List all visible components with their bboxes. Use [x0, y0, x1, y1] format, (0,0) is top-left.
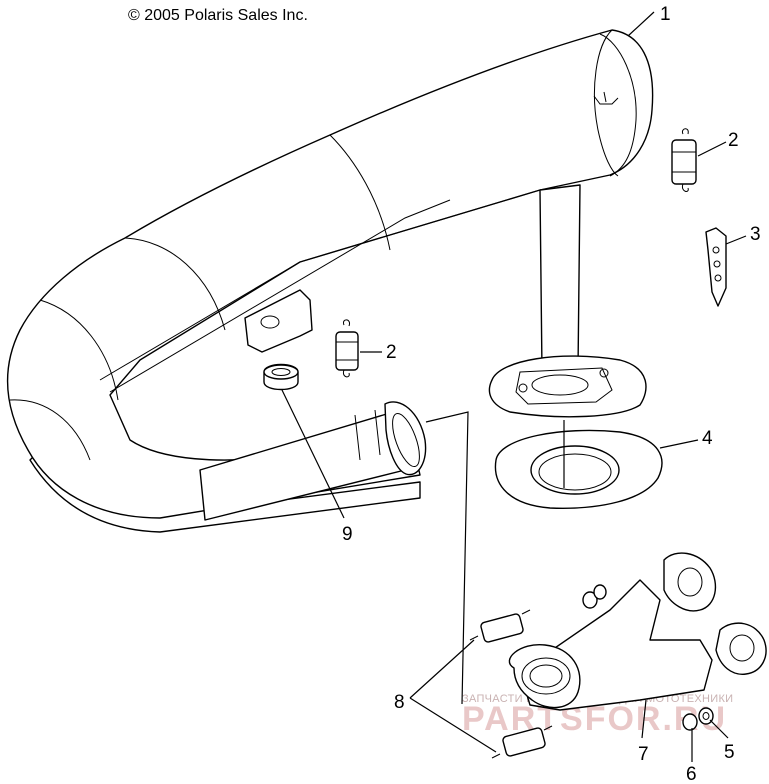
callout-3: 3	[750, 224, 761, 245]
callout-7: 7	[638, 744, 649, 765]
callout-1: 1	[660, 4, 671, 25]
callout-6: 6	[686, 764, 697, 784]
part-spring-mid	[335, 319, 359, 378]
callout-2b: 2	[386, 342, 397, 363]
callout-4: 4	[702, 428, 713, 449]
callout-9: 9	[342, 524, 353, 545]
part-bracket	[705, 227, 727, 307]
callout-2a: 2	[728, 130, 739, 151]
copyright-text: © 2005 Polaris Sales Inc.	[128, 7, 308, 24]
callout-5: 5	[724, 742, 735, 763]
part-gasket	[494, 429, 663, 509]
leader-lines	[281, 11, 747, 762]
part-grommet	[263, 363, 299, 391]
part-y-manifold	[508, 552, 767, 731]
part-spring-lower-upper	[469, 609, 531, 643]
part-spring-upper	[671, 128, 697, 192]
part-spring-lower-lower	[491, 725, 553, 759]
part-muffler	[6, 29, 654, 533]
callout-8: 8	[394, 692, 405, 713]
